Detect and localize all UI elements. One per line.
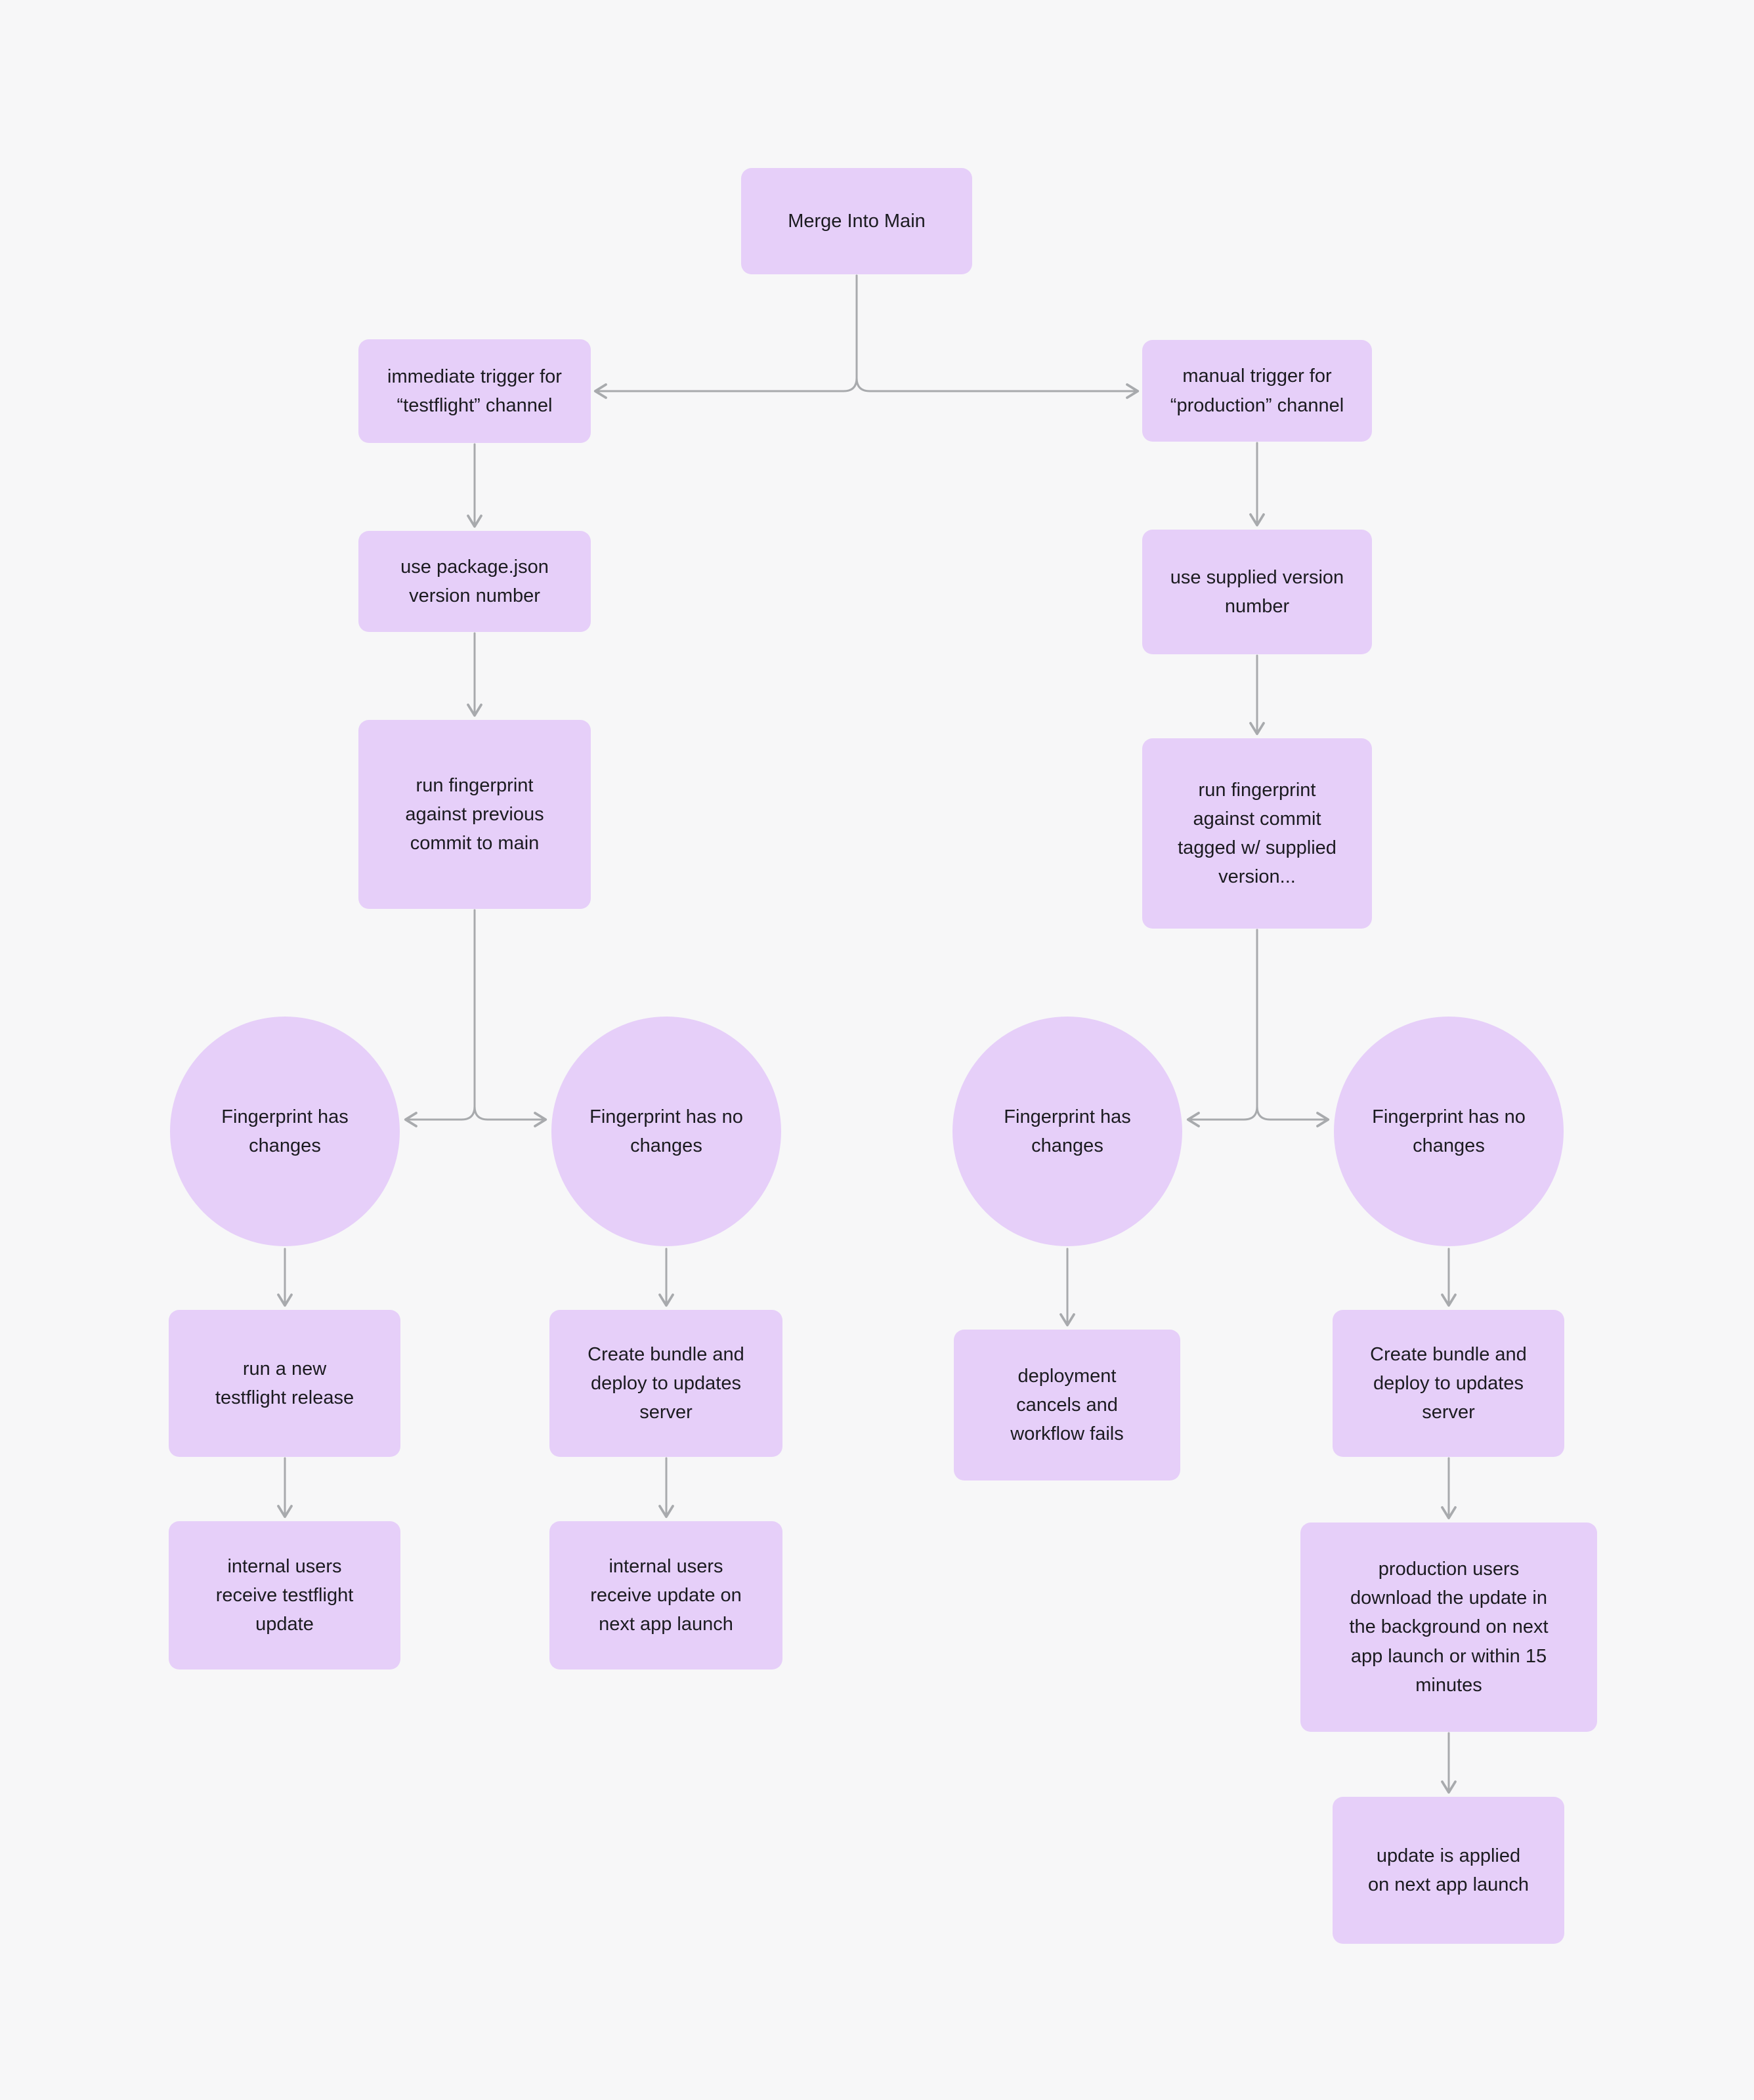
node-tf-fingerprint-has-changes: Fingerprint has changes [170, 1017, 400, 1246]
node-prod-fingerprint-has-changes: Fingerprint has changes [952, 1017, 1182, 1246]
node-prod-create-bundle-deploy: Create bundle and deploy to updates serv… [1333, 1310, 1564, 1457]
node-fingerprint-tagged-commit: run fingerprint against commit tagged w/… [1142, 738, 1372, 929]
node-internal-users-next-launch: internal users receive update on next ap… [549, 1521, 782, 1670]
edge-tf-fingerprint-to-changes [404, 909, 476, 1127]
node-update-applied-next-launch: update is applied on next app launch [1333, 1797, 1564, 1944]
edge-prod-fingerprint-to-changes [1186, 929, 1258, 1127]
node-deployment-cancels: deployment cancels and workflow fails [954, 1330, 1180, 1480]
node-immediate-trigger-testflight: immediate trigger for “testflight” chann… [358, 339, 591, 443]
edge-prod-fingerprint-to-no-changes [1256, 929, 1330, 1127]
node-run-new-testflight-release: run a new testflight release [169, 1310, 400, 1457]
node-tf-create-bundle-deploy: Create bundle and deploy to updates serv… [549, 1310, 782, 1457]
node-fingerprint-previous-commit: run fingerprint against previous commit … [358, 720, 591, 909]
node-use-supplied-version: use supplied version number [1142, 530, 1372, 654]
node-tf-fingerprint-no-changes: Fingerprint has no changes [551, 1017, 781, 1246]
node-manual-trigger-production: manual trigger for “production” channel [1142, 340, 1372, 442]
node-merge-into-main: Merge Into Main [741, 168, 972, 274]
node-production-users-download: production users download the update in … [1300, 1522, 1597, 1732]
edge-merge-to-testflight-trigger [593, 274, 858, 399]
edge-merge-to-production-trigger [855, 274, 1140, 399]
node-internal-users-testflight-update: internal users receive testflight update [169, 1521, 400, 1670]
node-use-package-json-version: use package.json version number [358, 531, 591, 632]
edge-tf-fingerprint-to-no-changes [473, 909, 547, 1127]
node-prod-fingerprint-no-changes: Fingerprint has no changes [1334, 1017, 1564, 1246]
